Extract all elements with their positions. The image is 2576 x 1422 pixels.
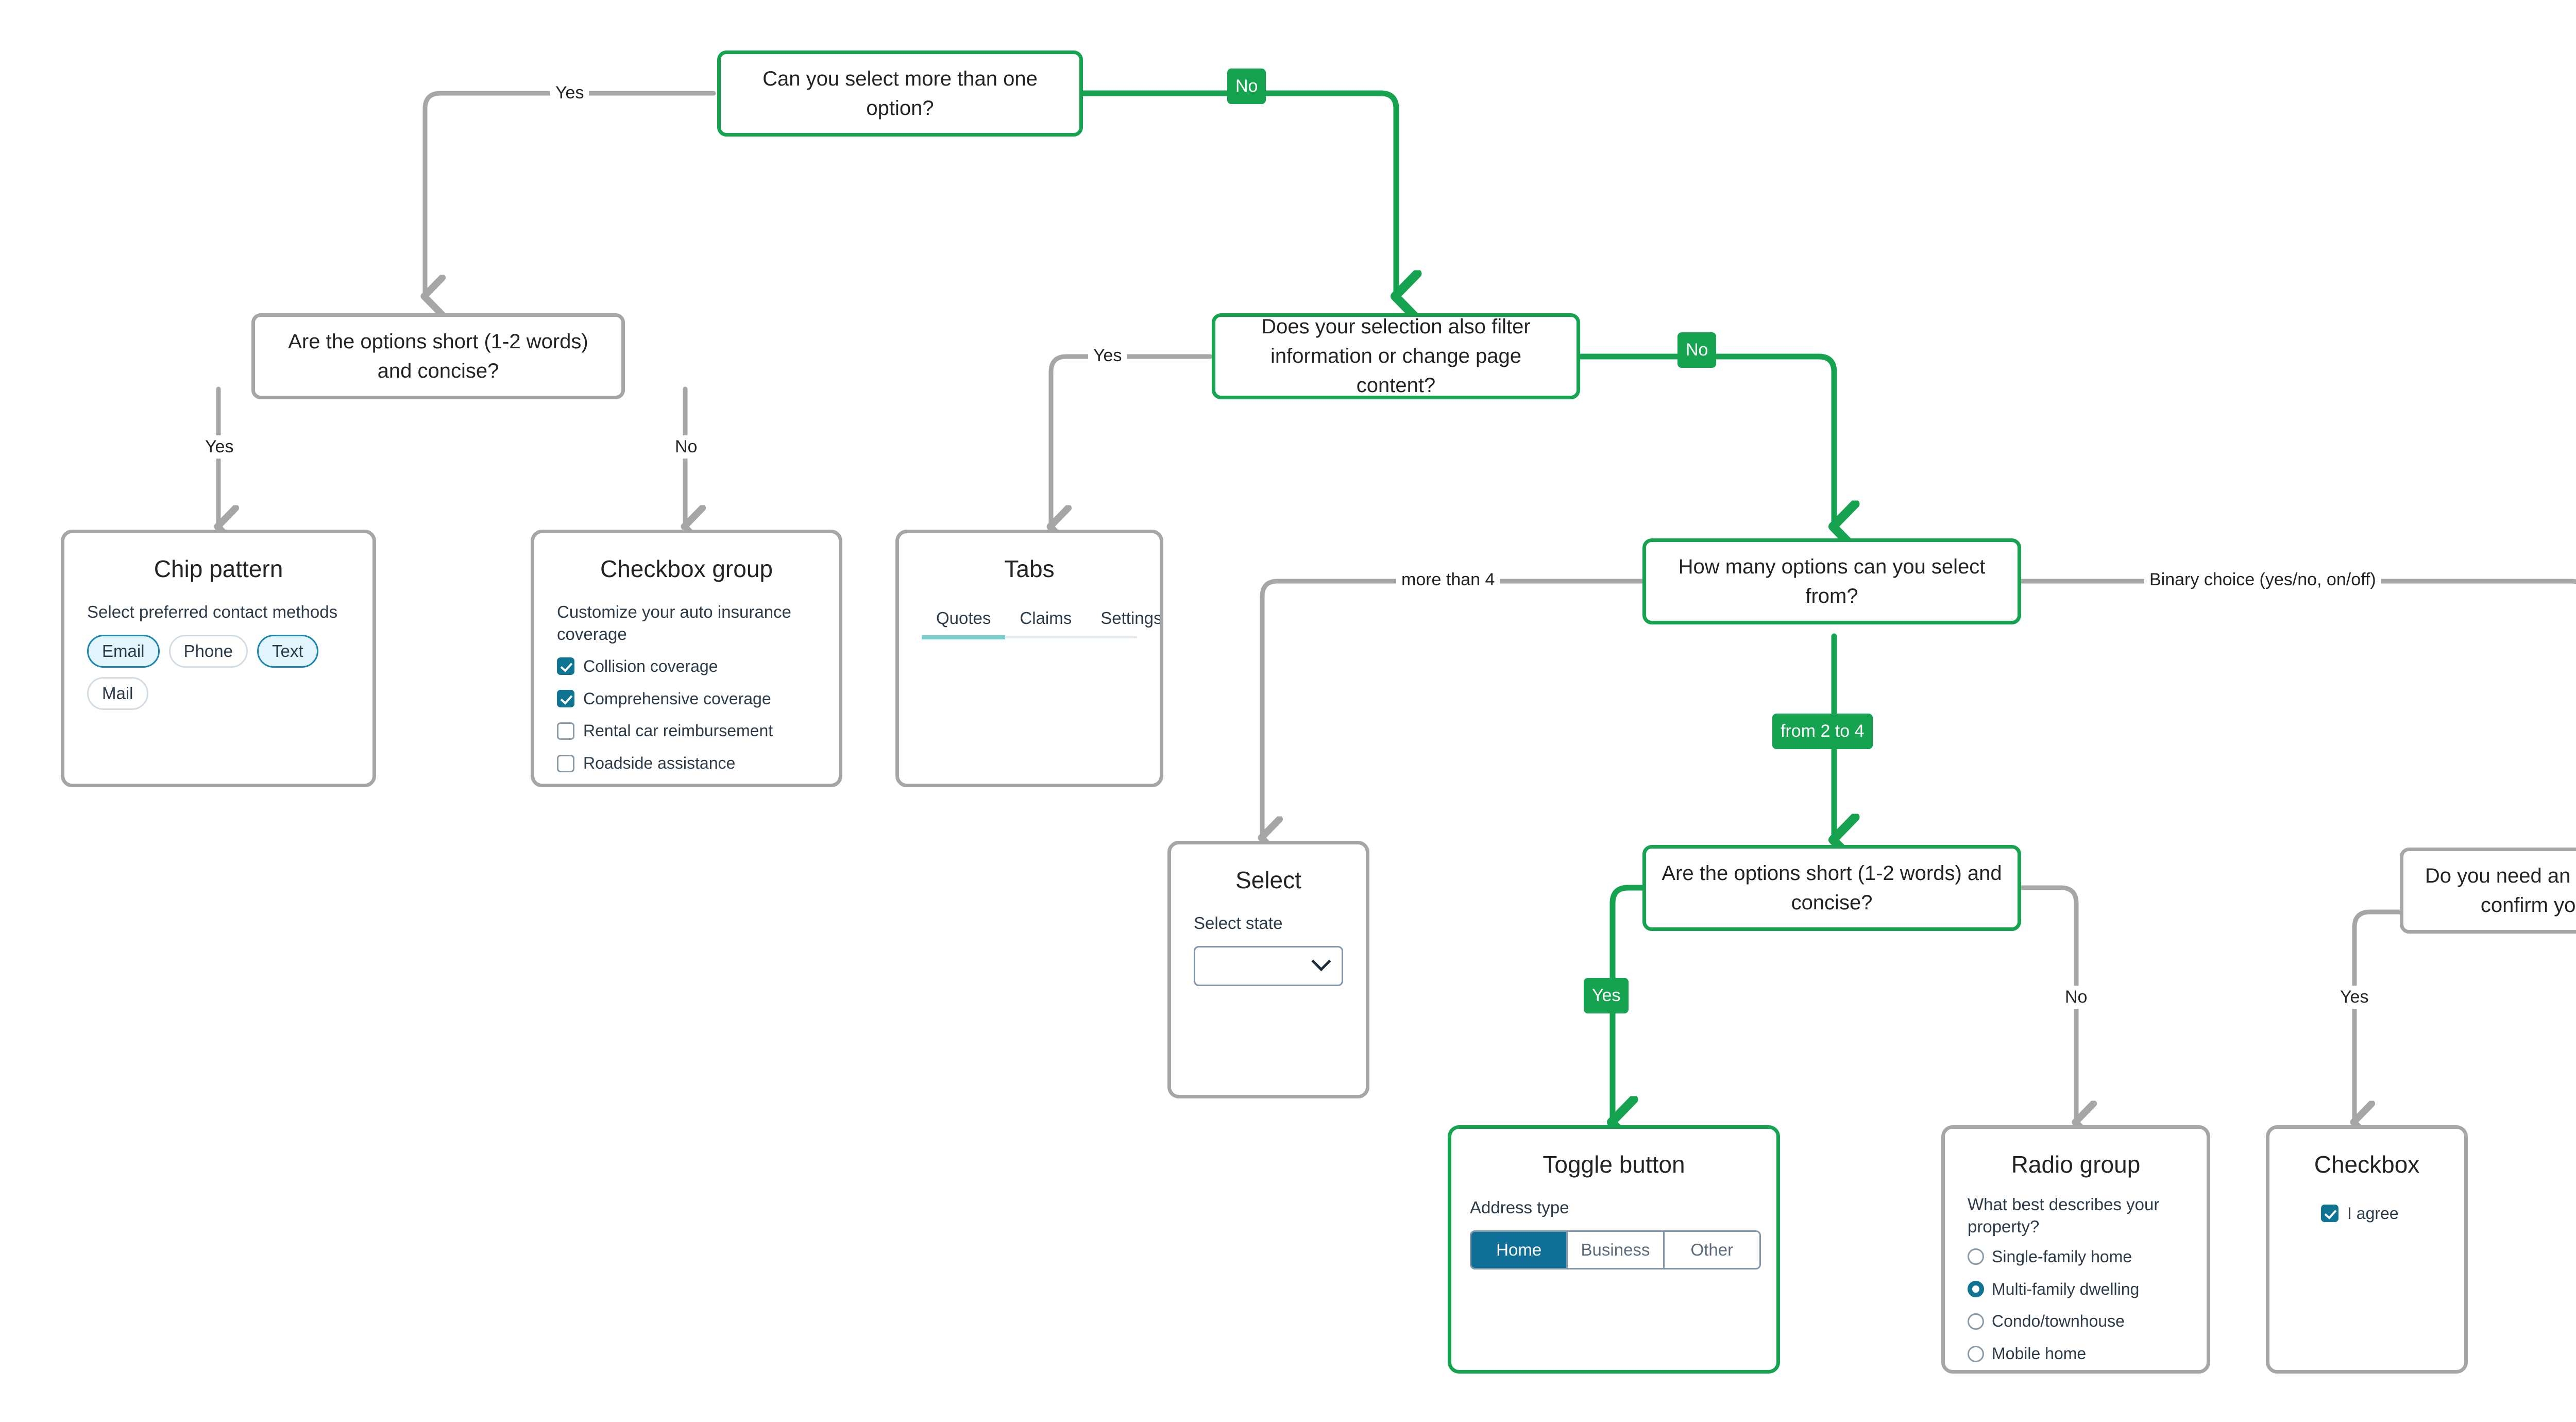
checkbox-label: Roadside assistance — [583, 754, 736, 773]
checkbox-checked-icon[interactable] — [557, 657, 574, 675]
checkbox-checked-icon[interactable] — [2321, 1205, 2338, 1223]
card-body: Customize your auto insurance coverage C… — [534, 588, 839, 784]
checkbox-row-roadside[interactable]: Roadside assistance — [557, 754, 816, 773]
card-body: What best describes your property? Singl… — [1945, 1183, 2207, 1370]
node-need-confirm-action[interactable]: Do you need an additional action to conf… — [2400, 848, 2576, 934]
chip-text[interactable]: Text — [257, 634, 318, 668]
card-body: Select preferred contact methods Email P… — [64, 588, 372, 710]
node-text: Does your selection also filter informat… — [1261, 315, 1531, 397]
card-title: Checkbox group — [600, 555, 773, 582]
node-options-short-mid[interactable]: Are the options short (1-2 words) and co… — [1642, 845, 2021, 931]
radio-label: Multi-family dwelling — [1992, 1279, 2140, 1298]
radio-checked-icon[interactable] — [1968, 1280, 1984, 1297]
node-text: Do you need an additional action to conf… — [2425, 864, 2576, 917]
edge-label-filter-yes: Yes — [1088, 344, 1127, 367]
card-checkbox-group: Checkbox group Customize your auto insur… — [531, 530, 842, 787]
chip-mail[interactable]: Mail — [87, 677, 148, 710]
toggle-button-other[interactable]: Other — [1664, 1231, 1759, 1268]
card-body: Select state — [1171, 899, 1366, 986]
radio-field-label: What best describes your property? — [1968, 1195, 2160, 1236]
node-selection-filters-content[interactable]: Does your selection also filter informat… — [1212, 313, 1580, 399]
edge-label-from-2-to-4: from 2 to 4 — [1772, 714, 1873, 749]
radio-row-single-family[interactable]: Single-family home — [1968, 1247, 2184, 1266]
toggle-button-home[interactable]: Home — [1471, 1231, 1568, 1268]
radio-row-mobile-home[interactable]: Mobile home — [1968, 1344, 2184, 1363]
card-title: Toggle button — [1543, 1151, 1685, 1178]
checkbox-label: Collision coverage — [583, 656, 718, 675]
radio-row-condo[interactable]: Condo/townhouse — [1968, 1312, 2184, 1331]
edge-label-filter-no: No — [1677, 332, 1717, 368]
select-input[interactable] — [1194, 945, 1343, 986]
chip-phone[interactable]: Phone — [168, 634, 248, 668]
card-body: I agree — [2269, 1183, 2464, 1237]
edge-label-binary-choice: Binary choice (yes/no, on/off) — [2144, 568, 2381, 591]
chip-email[interactable]: Email — [87, 634, 160, 668]
card-title: Chip pattern — [154, 555, 283, 582]
chip-field-label: Select preferred contact methods — [87, 602, 338, 621]
checkbox-row-comprehensive[interactable]: Comprehensive coverage — [557, 689, 816, 708]
node-text: Are the options short (1-2 words) and co… — [288, 330, 588, 382]
card-title: Checkbox — [2314, 1151, 2420, 1178]
tab-list: Quotes Claims Settings — [922, 606, 1160, 639]
checkbox-checked-icon[interactable] — [557, 689, 574, 707]
card-checkbox: Checkbox I agree — [2266, 1125, 2468, 1374]
radio-label: Mobile home — [1992, 1344, 2087, 1363]
edge-label-short-left-no: No — [670, 435, 703, 459]
chip-list: Email Phone Text Mail — [87, 634, 350, 710]
select-field-label: Select state — [1194, 913, 1283, 933]
toggle-button-group: Home Business Other — [1470, 1230, 1761, 1270]
radio-row-multi-family[interactable]: Multi-family dwelling — [1968, 1280, 2184, 1299]
node-options-short-left[interactable]: Are the options short (1-2 words) and co… — [251, 313, 625, 399]
checkbox-unchecked-icon[interactable] — [557, 722, 574, 740]
radio-unchecked-icon[interactable] — [1968, 1313, 1984, 1330]
card-select: Select Select state — [1167, 841, 1369, 1098]
card-chip-pattern: Chip pattern Select preferred contact me… — [61, 530, 376, 787]
card-radio-group: Radio group What best describes your pro… — [1941, 1125, 2210, 1374]
edge-label-multi-yes: Yes — [550, 81, 589, 105]
node-text: Can you select more than one option? — [762, 67, 1038, 120]
card-title: Select — [1235, 867, 1301, 893]
node-text: Are the options short (1-2 words) and co… — [1662, 861, 2002, 914]
card-body: Address type Home Business Other — [1451, 1183, 1776, 1270]
radio-label: Condo/townhouse — [1992, 1312, 2125, 1331]
checkbox-row-rental[interactable]: Rental car reimbursement — [557, 721, 816, 740]
checkbox-group-field-label: Customize your auto insurance coverage — [557, 602, 791, 644]
card-title: Tabs — [1004, 555, 1055, 582]
card-toggle-button: Toggle button Address type Home Business… — [1448, 1125, 1780, 1374]
card-title: Radio group — [2011, 1151, 2141, 1178]
checkbox-label: Comprehensive coverage — [583, 689, 771, 708]
toggle-field-label: Address type — [1470, 1198, 1569, 1217]
tab-quotes[interactable]: Quotes — [922, 606, 1006, 639]
node-text: How many options can you select from? — [1678, 555, 1986, 607]
node-how-many-options[interactable]: How many options can you select from? — [1642, 538, 2021, 624]
checkbox-row-i-agree[interactable]: I agree — [2321, 1204, 2442, 1223]
edge-label-more-than-4: more than 4 — [1396, 568, 1500, 591]
tab-claims[interactable]: Claims — [1020, 608, 1072, 628]
tab-settings[interactable]: Settings — [1100, 608, 1162, 628]
node-can-select-multiple[interactable]: Can you select more than one option? — [717, 50, 1083, 137]
radio-label: Single-family home — [1992, 1247, 2132, 1266]
edge-label-multi-no: No — [1227, 69, 1266, 104]
card-tabs: Tabs Quotes Claims Settings — [895, 530, 1163, 787]
edge-label-short-mid-no: No — [2060, 986, 2093, 1009]
radio-unchecked-icon[interactable] — [1968, 1248, 1984, 1265]
edge-label-short-left-yes: Yes — [200, 435, 239, 459]
checkbox-label: I agree — [2347, 1204, 2399, 1223]
checkbox-unchecked-icon[interactable] — [557, 754, 574, 772]
card-body: Quotes Claims Settings — [899, 588, 1160, 639]
chevron-down-icon — [1311, 952, 1331, 972]
checkbox-label: Rental car reimbursement — [583, 721, 773, 740]
edge-label-confirm-yes: Yes — [2335, 986, 2374, 1009]
radio-unchecked-icon[interactable] — [1968, 1345, 1984, 1362]
toggle-button-business[interactable]: Business — [1568, 1231, 1665, 1268]
edge-label-short-mid-yes: Yes — [1584, 978, 1629, 1013]
checkbox-row-collision[interactable]: Collision coverage — [557, 657, 816, 676]
